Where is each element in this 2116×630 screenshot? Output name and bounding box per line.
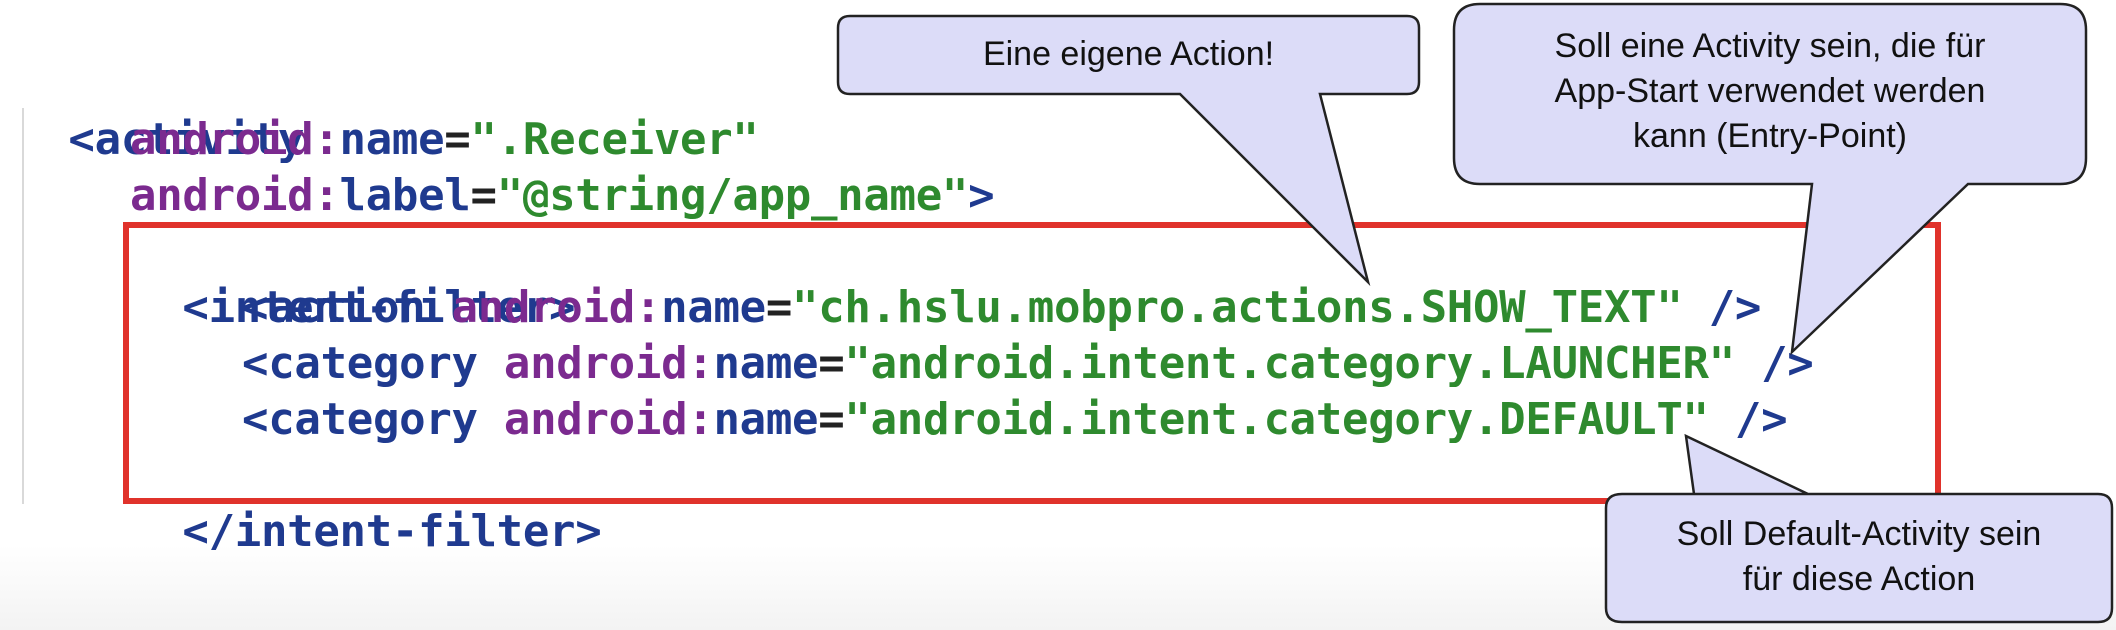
editor-gutter-line	[22, 108, 24, 504]
callout-default-line: für diese Action	[1742, 560, 1976, 598]
code-line-intent-filter-close: </intent-filter>	[130, 448, 601, 560]
attr-value: "android.intent.category.DEFAULT"	[844, 394, 1709, 445]
attr-equals: =	[444, 114, 471, 165]
attr-namespace: android:	[130, 114, 340, 165]
attr-name: name	[339, 114, 445, 165]
tag-close: />	[1708, 394, 1788, 445]
callout-default-line: Soll Default-Activity sein	[1676, 515, 2042, 553]
callout-launcher-bubble	[1452, 2, 2088, 356]
attr-name: name	[713, 338, 819, 389]
callout-launcher-line: kann (Entry-Point)	[1633, 117, 1907, 155]
code-line-category-launcher: <category android:name="android.intent.c…	[242, 336, 1814, 392]
tag-close: />	[1734, 338, 1814, 389]
code-line-category-default: <category android:name="android.intent.c…	[242, 392, 1788, 448]
attr-equals: =	[765, 282, 793, 333]
intent-filter-open-tag: <intent-filter>	[182, 282, 576, 333]
category-tag: <category	[242, 394, 478, 445]
code-line-intent-filter-open: <intent-filter>	[130, 224, 575, 336]
category-tag: <category	[242, 338, 478, 389]
tag-close: >	[968, 170, 995, 221]
code-line-action: <action android:name="ch.hslu.mobpro.act…	[242, 280, 1761, 336]
intent-filter-close-tag: </intent-filter>	[182, 506, 602, 557]
callout-action-text: Eine eigene Action!	[982, 35, 1275, 73]
attr-name: name	[661, 282, 766, 333]
attr-name: name	[713, 394, 819, 445]
activity-tag: <activity	[68, 114, 305, 165]
attr-value: "ch.hslu.mobpro.actions.SHOW_TEXT"	[792, 282, 1683, 333]
action-tag: <action	[242, 282, 426, 333]
intent-filter-highlight-box	[123, 222, 1941, 504]
attr-name: label	[339, 170, 471, 221]
attr-value: "android.intent.category.LAUNCHER"	[844, 338, 1735, 389]
attr-equals: =	[818, 338, 845, 389]
callout-launcher-text: Soll eine Activity sein, die für App-Sta…	[1454, 24, 2086, 159]
code-line-name: android:name=".Receiver"	[130, 112, 759, 168]
attr-value: ".Receiver"	[470, 114, 759, 165]
code-line-activity: <activity	[16, 56, 304, 168]
callout-launcher-line: Soll eine Activity sein, die für	[1554, 27, 1986, 65]
tag-close: />	[1682, 282, 1762, 333]
attr-namespace: android:	[451, 282, 662, 333]
callout-launcher-line: App-Start verwendet werden	[1554, 72, 1986, 110]
attr-equals: =	[818, 394, 845, 445]
attr-value: "@string/app_name"	[496, 170, 969, 221]
attr-namespace: android:	[503, 394, 714, 445]
attr-namespace: android:	[130, 170, 340, 221]
callout-default-bubble	[1604, 433, 2114, 624]
code-line-label: android:label="@string/app_name">	[130, 168, 995, 224]
attr-equals: =	[470, 170, 497, 221]
attr-namespace: android:	[503, 338, 714, 389]
callout-action-bubble	[836, 14, 1421, 287]
callout-default-text: Soll Default-Activity sein für diese Act…	[1606, 512, 2112, 602]
